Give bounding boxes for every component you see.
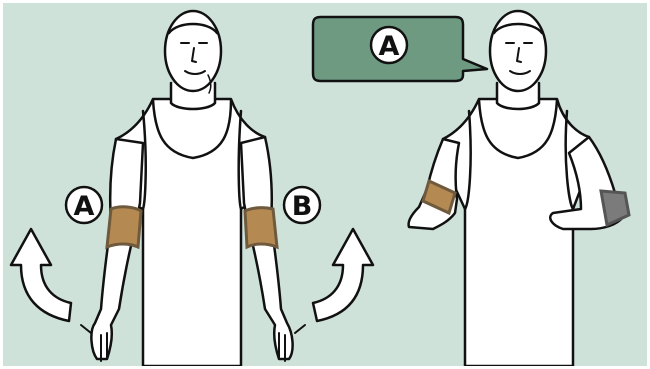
right-torso xyxy=(443,99,589,366)
label-a-badge: A xyxy=(66,187,102,223)
left-figure xyxy=(81,11,305,366)
curved-up-arrow-left-icon xyxy=(11,229,71,321)
label-b-text: B xyxy=(292,191,313,222)
left-arm-b xyxy=(241,137,293,359)
speech-bubble-icon: A xyxy=(313,17,487,81)
label-b-badge: B xyxy=(284,187,320,223)
curved-up-arrow-right-icon xyxy=(313,229,373,321)
speech-label-text: A xyxy=(379,31,400,62)
left-sleeve-a xyxy=(107,207,141,247)
left-sleeve-b xyxy=(245,208,277,247)
left-arm-a xyxy=(91,139,143,359)
label-a-text: A xyxy=(74,191,95,222)
illustration: A B A xyxy=(3,3,647,366)
right-sleeve-b xyxy=(601,191,629,225)
